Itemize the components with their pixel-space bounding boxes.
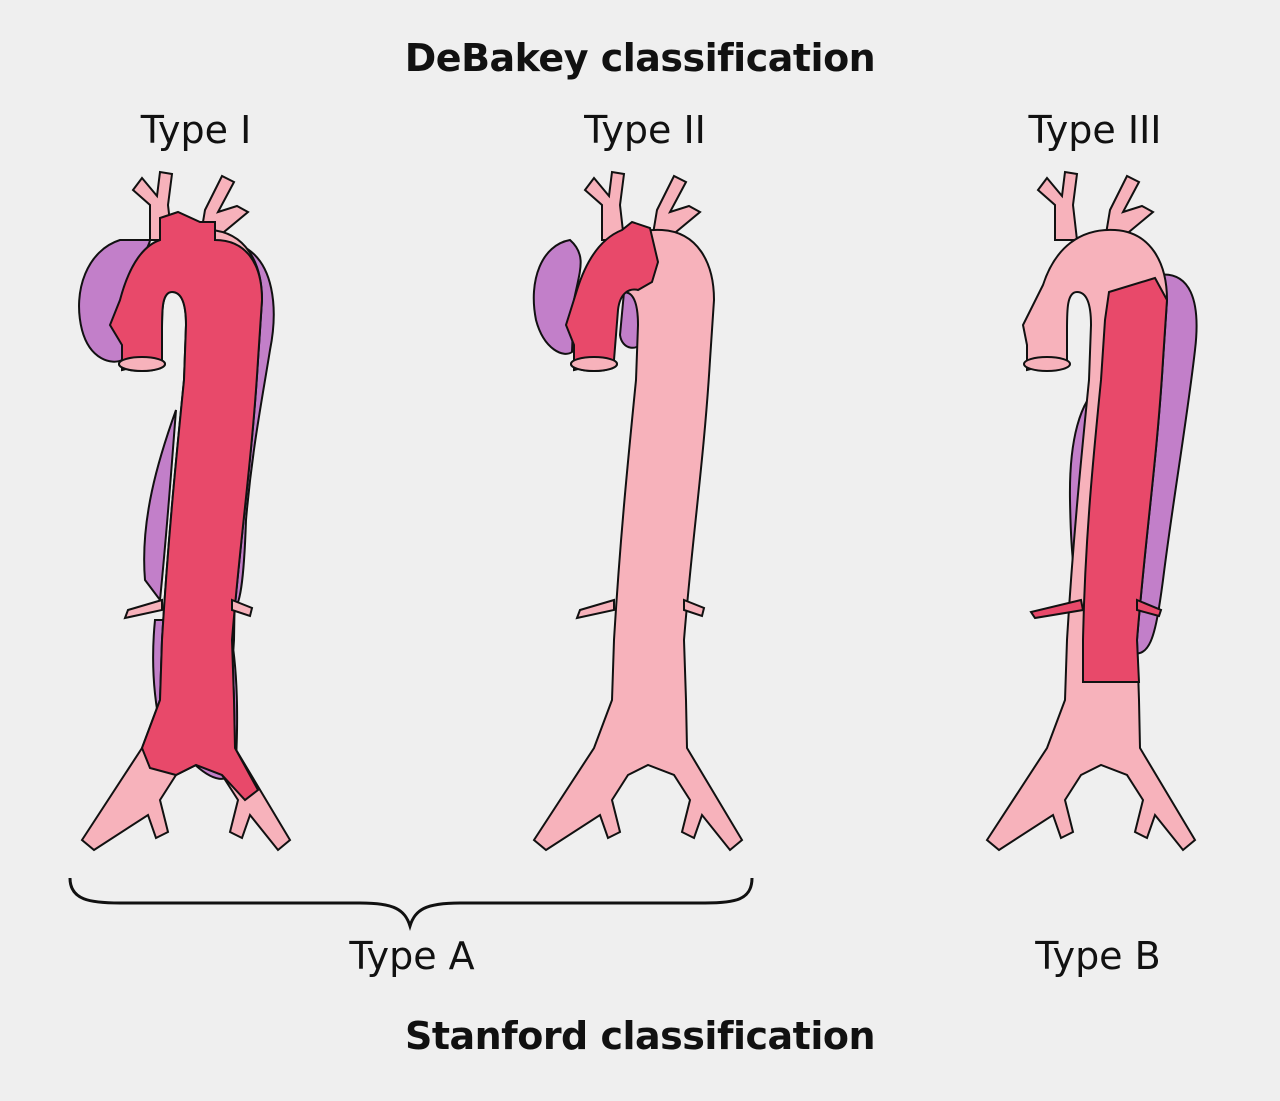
type-i-dissected-lumen — [108, 210, 264, 802]
debakey-type-ii-label: Type II — [584, 108, 706, 152]
type-ii-aorta-illustration — [532, 171, 743, 851]
debakey-classification-title: DeBakey classification — [404, 36, 876, 80]
stanford-type-b-label: Type B — [1035, 934, 1161, 978]
type-iii-dissected-lumen — [1082, 276, 1169, 683]
debakey-type-i-label: Type I — [140, 108, 252, 152]
type-i-aorta-illustration — [78, 171, 291, 851]
type-iii-aorta-illustration — [986, 171, 1198, 851]
stanford-type-a-label: Type A — [349, 934, 475, 978]
stanford-classification-title: Stanford classification — [404, 1014, 876, 1058]
debakey-type-iii-label: Type III — [1028, 108, 1162, 152]
type-ii-dissected-lumen — [564, 220, 660, 372]
type-a-bracket — [68, 877, 754, 932]
